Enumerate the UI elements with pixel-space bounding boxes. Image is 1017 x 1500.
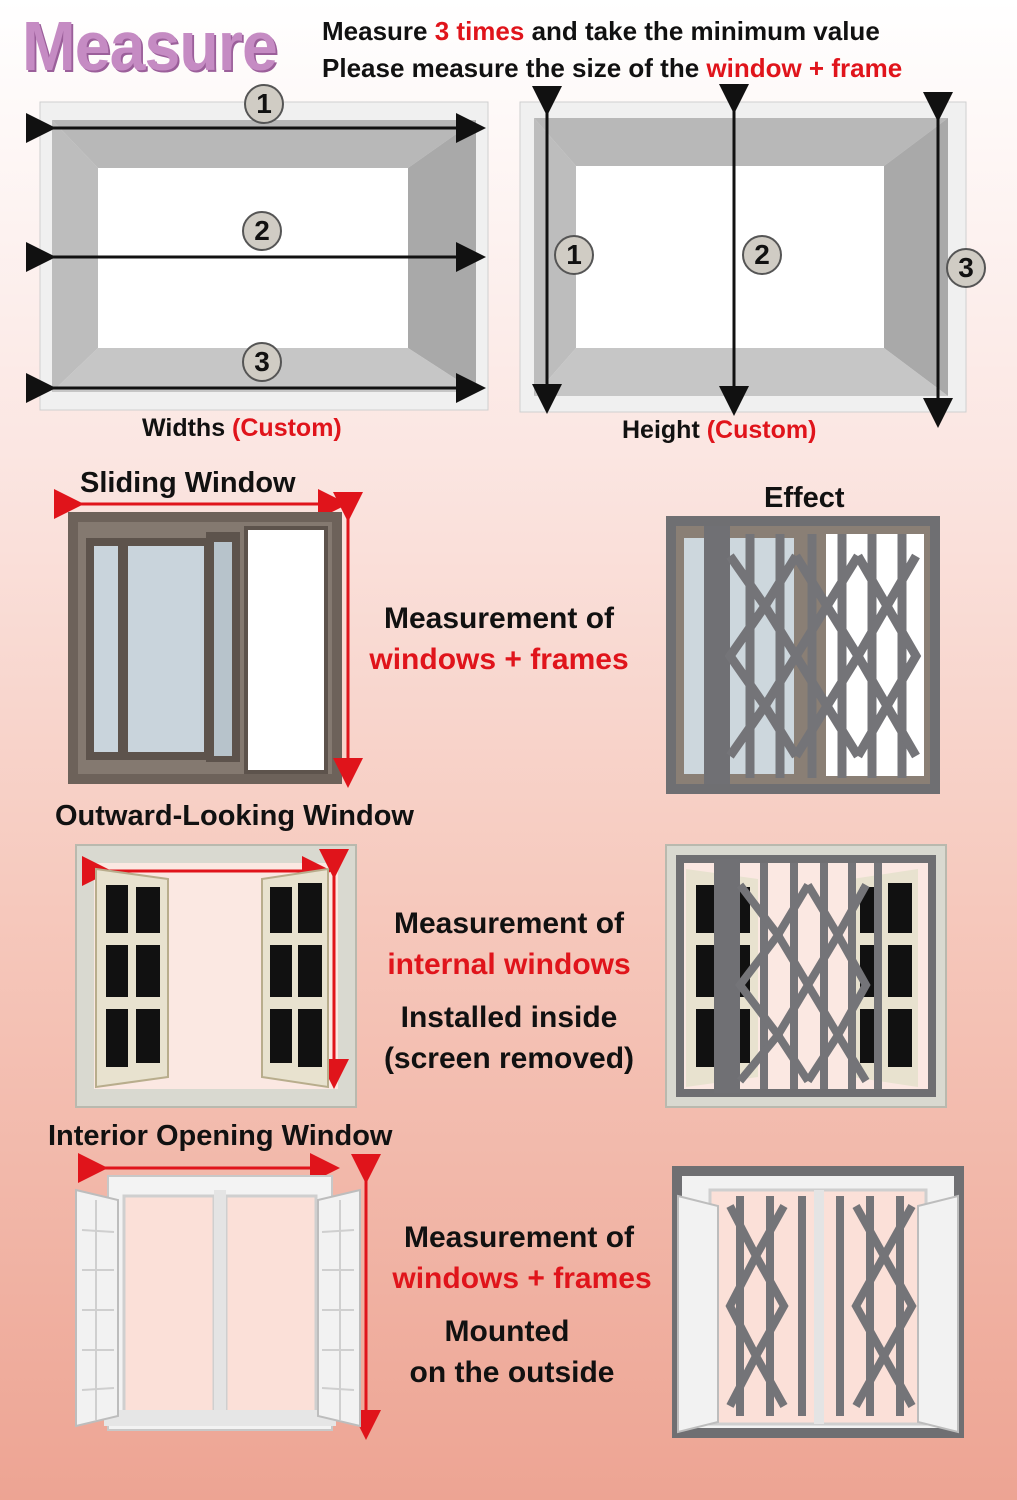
- sliding-effect-image: [666, 516, 940, 794]
- instruction-line-1: Measure 3 times and take the minimum val…: [322, 16, 880, 46]
- height-diagram: [519, 84, 967, 428]
- outward-effect-image: [665, 844, 947, 1108]
- interior-window-image: [75, 1153, 381, 1440]
- width-marker-3: 3: [242, 342, 282, 382]
- interior-mount-line1: Mounted: [444, 1315, 570, 1348]
- outward-window-title: Outward-Looking Window: [55, 800, 414, 832]
- effect-title: Effect: [764, 482, 845, 514]
- width-marker-2: 2: [242, 211, 282, 251]
- outward-window-image: [75, 844, 357, 1108]
- outward-measure-line1: Measurement of: [393, 907, 625, 940]
- sliding-measure-line2: windows + frames: [369, 643, 629, 676]
- sliding-measure-line1: Measurement of: [383, 602, 615, 635]
- width-caption: Widths (Custom): [142, 414, 342, 442]
- height-caption: Height (Custom): [622, 416, 817, 444]
- sliding-window-title: Sliding Window: [80, 467, 296, 499]
- interior-measure-line2: windows + frames: [392, 1262, 652, 1295]
- interior-mount-line2: on the outside: [409, 1356, 615, 1389]
- instruction-line-2: Please measure the size of the window + …: [322, 53, 903, 83]
- page-title: Measure: [22, 7, 278, 85]
- interior-effect-image: [672, 1166, 964, 1438]
- interior-window-title: Interior Opening Window: [48, 1120, 393, 1152]
- height-marker-1: 1: [554, 235, 594, 275]
- height-marker-3: 3: [946, 248, 986, 288]
- outward-measure-line2: internal windows: [387, 948, 631, 981]
- outward-install-line1: Installed inside: [400, 1001, 618, 1034]
- outward-install-line2: (screen removed): [383, 1042, 635, 1075]
- width-diagram: [26, 101, 489, 411]
- height-marker-2: 2: [742, 235, 782, 275]
- interior-measure-line1: Measurement of: [403, 1221, 635, 1254]
- sliding-window-image: [54, 489, 363, 788]
- width-marker-1: 1: [244, 84, 284, 124]
